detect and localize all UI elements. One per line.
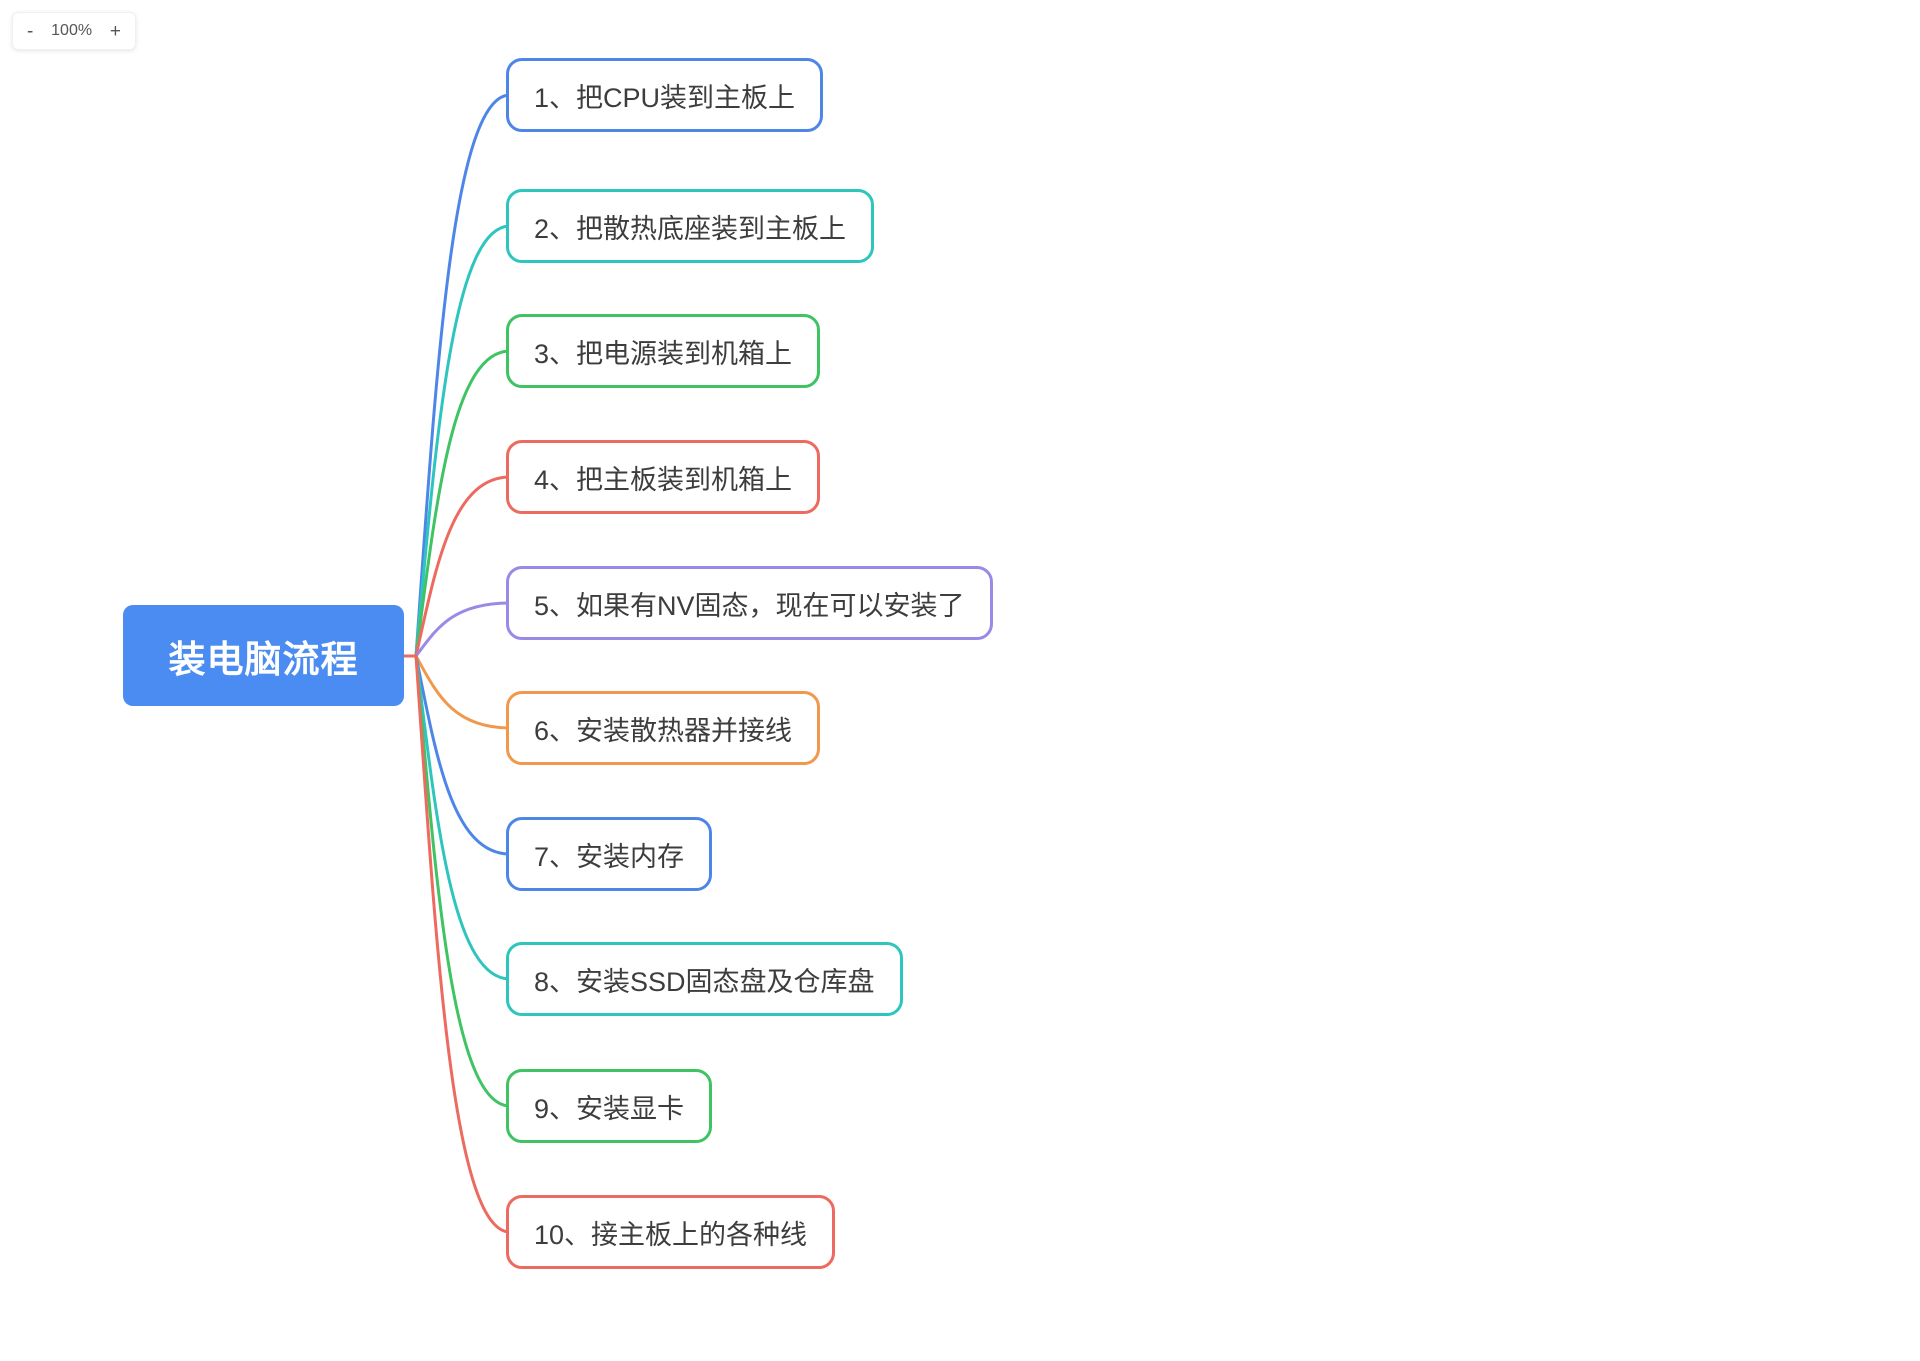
mindmap-node[interactable]: 8、安装SSD固态盘及仓库盘 <box>506 942 903 1016</box>
connector-curve <box>402 654 512 730</box>
mindmap-node[interactable]: 5、如果有NV固态，现在可以安装了 <box>506 566 993 640</box>
mindmap-node[interactable]: 2、把散热底座装到主板上 <box>506 189 875 263</box>
mindmap-node[interactable]: 1、把CPU装到主板上 <box>506 58 824 132</box>
mindmap-node[interactable]: 3、把电源装到机箱上 <box>506 314 821 388</box>
mindmap-node[interactable]: 4、把主板装到机箱上 <box>506 440 821 514</box>
zoom-control: - 100% + <box>12 12 136 50</box>
connector-curve <box>402 654 512 981</box>
connector-curve <box>402 224 512 658</box>
connector-curve <box>402 93 512 658</box>
connector-curve <box>402 654 512 1234</box>
connector-curve <box>402 475 512 658</box>
connector-curve <box>402 654 512 1108</box>
connector-curve <box>402 349 512 658</box>
zoom-level-label: 100% <box>51 22 93 39</box>
connector-curve <box>402 601 512 658</box>
zoom-in-button[interactable]: + <box>109 20 121 42</box>
mindmap-node[interactable]: 10、接主板上的各种线 <box>506 1195 836 1269</box>
connector-curve <box>402 654 512 856</box>
mindmap-node[interactable]: 7、安装内存 <box>506 817 713 891</box>
mindmap-node[interactable]: 6、安装散热器并接线 <box>506 691 821 765</box>
zoom-out-button[interactable]: - <box>27 20 34 42</box>
mindmap-node[interactable]: 9、安装显卡 <box>506 1069 713 1143</box>
root-node[interactable]: 装电脑流程 <box>123 605 404 706</box>
